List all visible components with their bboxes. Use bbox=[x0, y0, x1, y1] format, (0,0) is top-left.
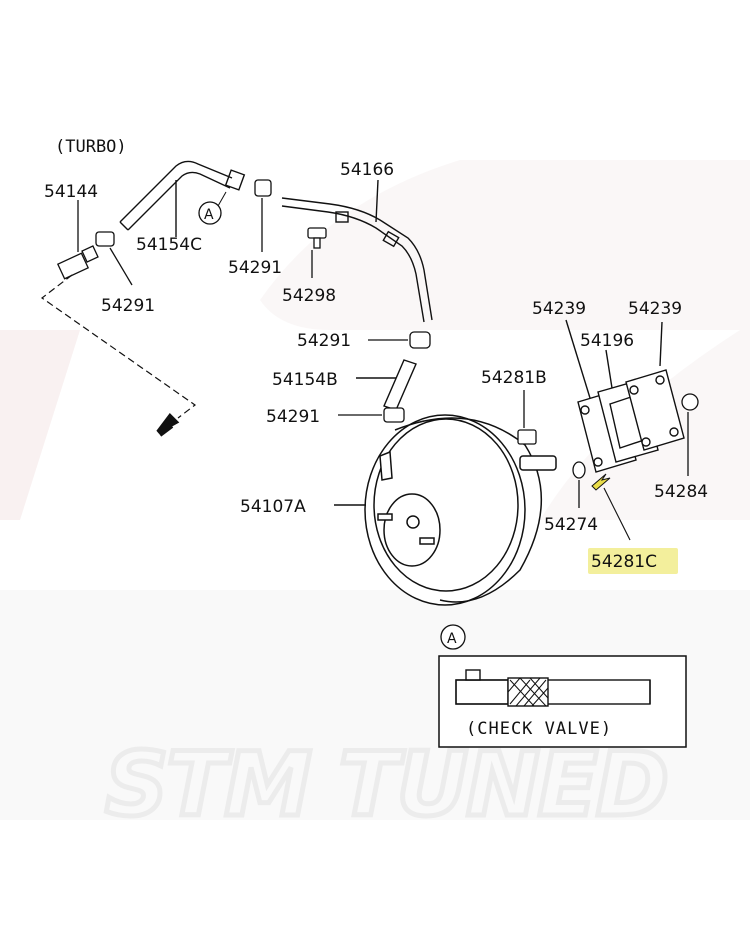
hose-54154b bbox=[356, 359, 417, 411]
watermark-text: STM TUNED bbox=[105, 733, 667, 836]
gasket-54239-rear bbox=[625, 321, 685, 451]
brake-booster-54107a bbox=[334, 414, 557, 606]
part-label-54239: 54239 bbox=[628, 299, 682, 319]
part-label-54154b: 54154B bbox=[272, 370, 338, 390]
inset-caption: (CHECK VALVE) bbox=[466, 719, 612, 739]
fitting-54144 bbox=[56, 200, 99, 280]
pipe-54166 bbox=[281, 179, 433, 323]
bolt-54298 bbox=[307, 227, 327, 278]
clamp-54291-left bbox=[95, 231, 133, 286]
highlight-54281c bbox=[588, 548, 678, 574]
part-label-54154c: 54154C bbox=[136, 235, 202, 255]
clamp-54291-top bbox=[254, 179, 272, 252]
check-valve-hatch bbox=[507, 677, 549, 707]
pin-54281c bbox=[591, 473, 631, 541]
callout-a: A bbox=[198, 191, 227, 225]
direction-arrow bbox=[40, 274, 197, 437]
inset-letter: A bbox=[447, 631, 457, 647]
part-label-54274: 54274 bbox=[544, 515, 598, 535]
part-label-54298: 54298 bbox=[282, 286, 336, 306]
part-label-54144: 54144 bbox=[44, 182, 98, 202]
part-label-54284: 54284 bbox=[654, 482, 708, 502]
part-label-54291: 54291 bbox=[101, 296, 155, 316]
clamp-54291-lower bbox=[338, 407, 405, 423]
part-label-54281b: 54281B bbox=[481, 368, 547, 388]
stud-54281b bbox=[517, 390, 537, 445]
nut-54284 bbox=[681, 393, 699, 476]
part-label-54291: 54291 bbox=[297, 331, 351, 351]
part-label-54239: 54239 bbox=[532, 299, 586, 319]
clamp-54291-middle bbox=[368, 331, 431, 349]
part-label-54107a: 54107A bbox=[240, 497, 306, 517]
part-label-54281c: 54281C bbox=[591, 552, 657, 572]
washer-54274 bbox=[572, 461, 586, 508]
svg-text:A: A bbox=[204, 207, 214, 223]
hose-54154c bbox=[119, 160, 246, 237]
part-label-54166: 54166 bbox=[340, 160, 394, 180]
inset-check-valve: A (CHECK VALVE) bbox=[438, 624, 687, 748]
part-label-54291: 54291 bbox=[228, 258, 282, 278]
part-label-54291: 54291 bbox=[266, 407, 320, 427]
part-label-54196: 54196 bbox=[580, 331, 634, 351]
variant-label: (TURBO) bbox=[55, 137, 127, 157]
